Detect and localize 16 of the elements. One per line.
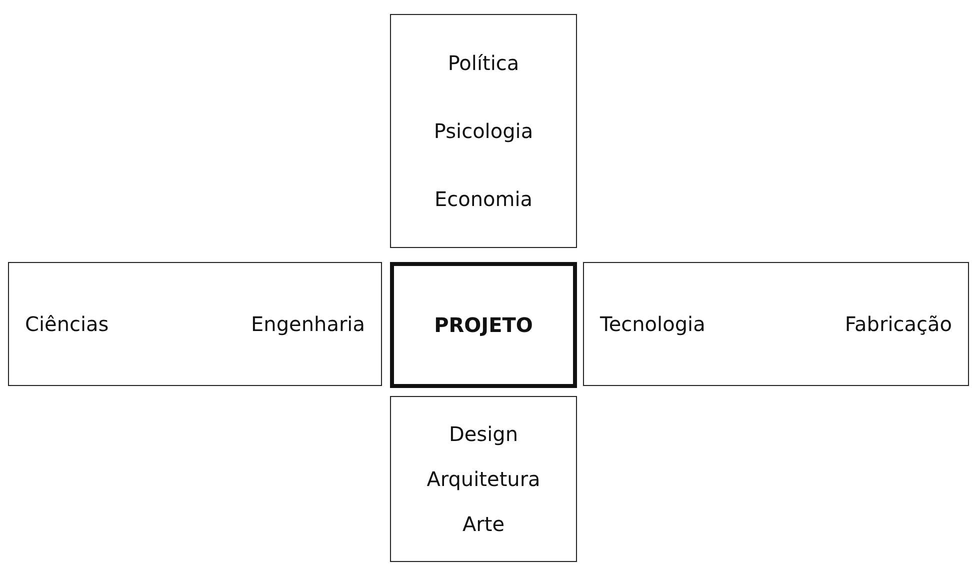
box-text: PROJETO — [434, 313, 533, 337]
box-text: Arte — [462, 512, 505, 536]
text-box — [390, 14, 577, 248]
box-text: Tecnologia — [600, 312, 706, 336]
box-text: Ciências — [25, 312, 109, 336]
box-text: Engenharia — [251, 312, 365, 336]
box-text: Política — [448, 51, 520, 75]
text-box — [8, 262, 382, 386]
box-text: Arquitetura — [426, 466, 540, 491]
highlight-box — [390, 262, 577, 388]
box-text: Economia — [434, 187, 533, 211]
text-box — [390, 396, 577, 562]
text-box — [583, 262, 969, 386]
box-text: Psicologia — [434, 119, 534, 143]
box-text: Fabricação — [844, 312, 952, 336]
box-text: Design — [448, 422, 518, 446]
